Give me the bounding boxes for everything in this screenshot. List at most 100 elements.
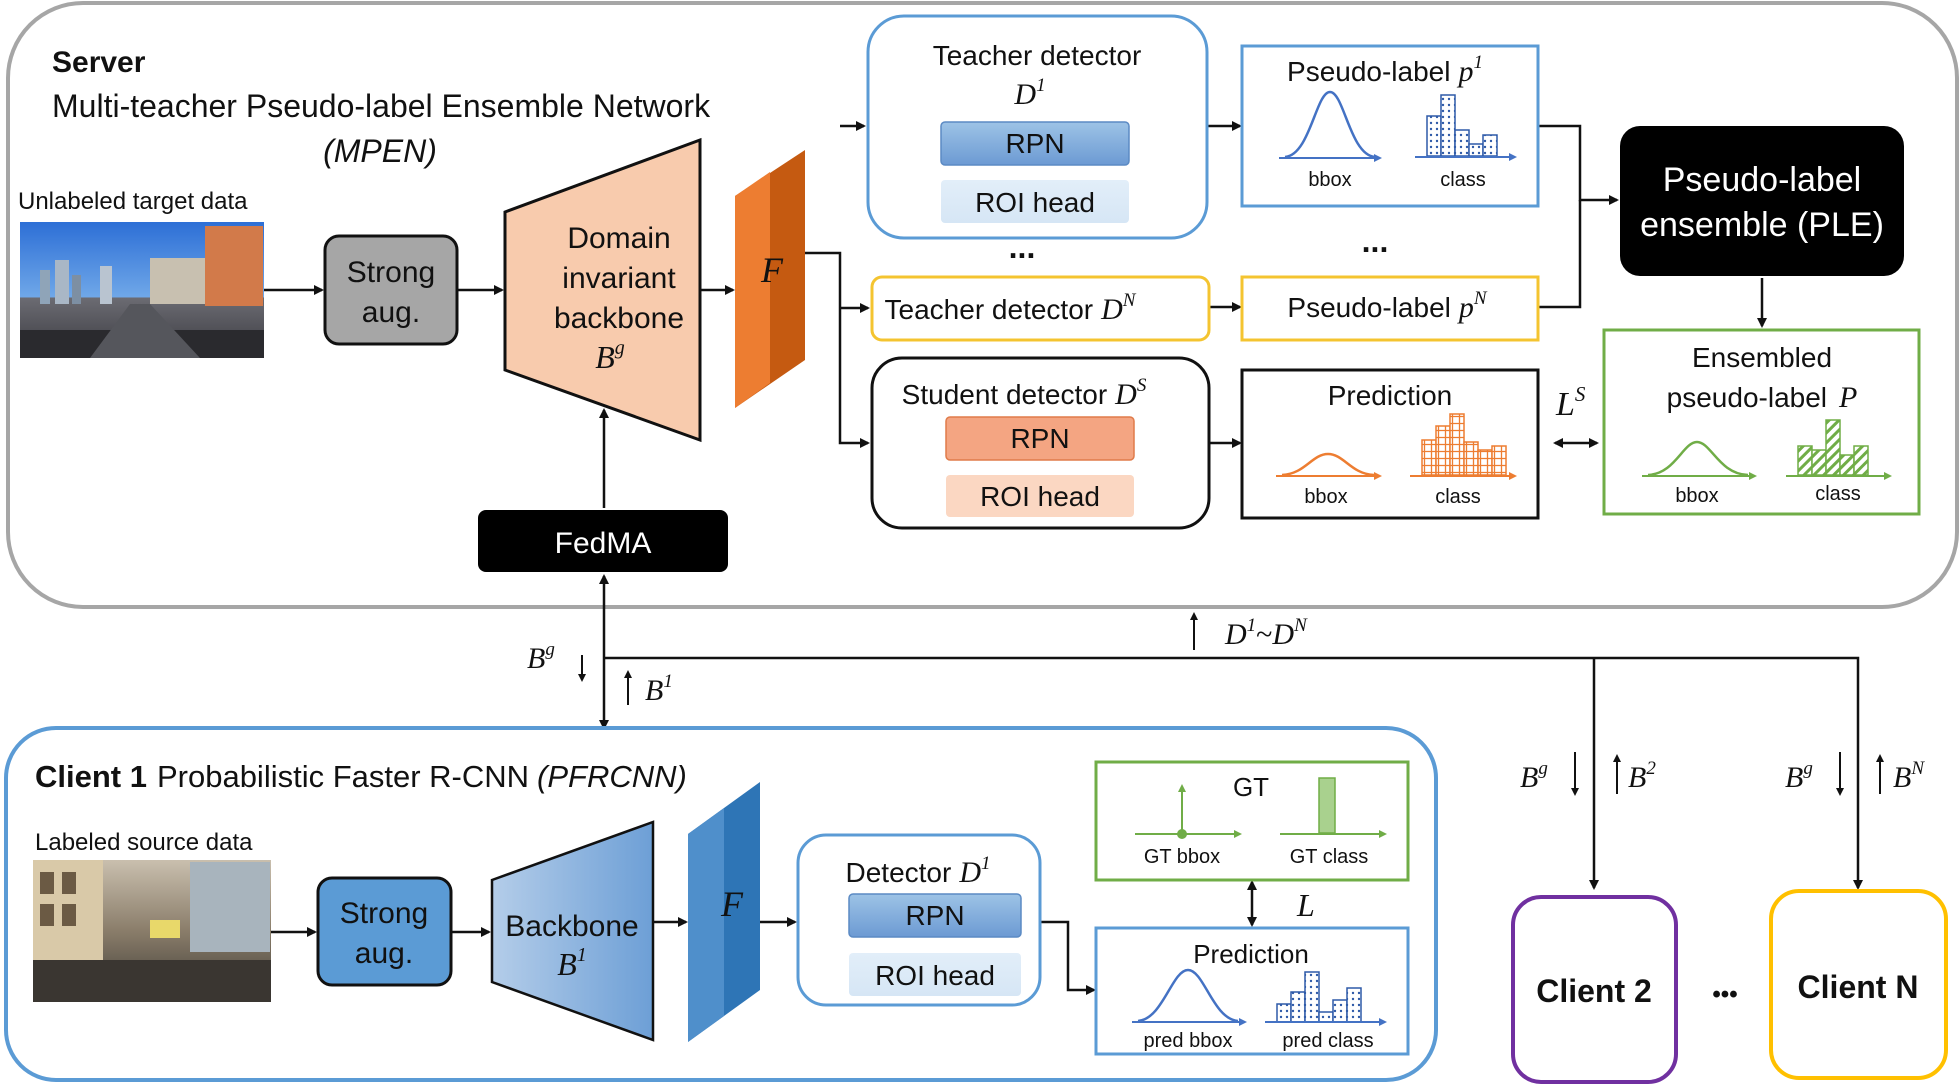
client1-feature-label: F: [720, 884, 744, 924]
client1-roi: [849, 953, 1021, 996]
teacher-detector-n-box: [870, 275, 1211, 342]
ensembled-bbox-label: bbox: [1675, 485, 1718, 507]
student-rpn: [945, 416, 1135, 461]
client2-label: Client 2: [1536, 973, 1652, 1009]
fedma-label: FedMA: [555, 527, 652, 560]
labeled-label: Labeled source data: [35, 829, 253, 856]
teacher1-symbol: D1: [1013, 75, 1045, 111]
clientN-bg-label: Bg: [1785, 758, 1813, 794]
client1-loss-label: L: [1296, 887, 1315, 923]
ple-line2: ensemble (PLE): [1640, 206, 1884, 244]
client1-backbone: [490, 820, 655, 1042]
client1-rpn: [848, 893, 1022, 938]
server-pred-bbox-curve: [1276, 452, 1382, 480]
labeled-source-image: [33, 860, 271, 1002]
pseudo1-class-label: class: [1440, 169, 1486, 191]
small-link-arrows: [578, 655, 1884, 796]
clientN-b-label: BN: [1893, 758, 1925, 794]
student-roi: [946, 475, 1134, 517]
communication-links: [599, 574, 1863, 890]
ensembled-class-hist: [1786, 419, 1892, 480]
client1-backbone-label: Backbone: [505, 910, 638, 943]
link-bg-down: Bg: [527, 639, 555, 675]
link-d-set: D1~DN: [1224, 615, 1308, 651]
client1-roi-label: ROI head: [875, 960, 995, 991]
server-pred-bbox-label: bbox: [1304, 486, 1347, 508]
backbone-line1: Domain: [567, 222, 670, 255]
server-feature-block: [735, 150, 805, 408]
client2-box: [1511, 895, 1678, 1084]
gt-class-label: GT class: [1290, 846, 1369, 868]
teacher-dots: ...: [1009, 229, 1036, 265]
client2-bg-label: Bg: [1520, 758, 1548, 794]
server-subtitle: Multi-teacher Pseudo-label Ensemble Netw…: [52, 88, 711, 124]
pseudo-label-n-box: [1240, 275, 1540, 342]
server-title: Server: [52, 46, 146, 79]
ensembled-class-label: class: [1815, 483, 1861, 505]
server-strong-aug-line2: aug.: [362, 296, 420, 329]
pseudo-label-ensemble-box: [1620, 126, 1904, 276]
server-feature-label: F: [760, 250, 784, 290]
backbone-symbol: Bg: [595, 337, 625, 375]
link-b1-up: B1: [645, 671, 673, 707]
domain-invariant-backbone: [503, 137, 702, 443]
client1-pred-bbox-curve: [1132, 968, 1247, 1026]
clients-dots: •••: [1712, 981, 1737, 1008]
pseudo-dots: ...: [1362, 223, 1389, 259]
teacher1-rpn: [940, 121, 1130, 166]
ensembled-bbox-curve: [1642, 440, 1757, 480]
ensembled-line1: Ensembled: [1692, 342, 1832, 373]
client1-strong-aug-line1: Strong: [340, 897, 428, 930]
server-strong-aug-line1: Strong: [347, 256, 435, 289]
server-pred-class-hist: [1410, 413, 1517, 480]
server-arrows: [264, 121, 1767, 508]
gt-bbox-plot: [1135, 784, 1242, 839]
gt-bbox-label: GT bbox: [1144, 846, 1220, 868]
client1-pred-class-hist: [1265, 971, 1387, 1026]
teacher1-roi-label: ROI head: [975, 187, 1095, 218]
fedma-box: [478, 510, 728, 572]
student-rpn-label: RPN: [1010, 423, 1069, 454]
clientN-label: Client N: [1798, 969, 1919, 1005]
ple-line1: Pseudo-label: [1663, 161, 1861, 199]
gt-title: GT: [1233, 772, 1269, 802]
client1-pred-class-label: pred class: [1282, 1030, 1373, 1052]
client1-feature-block: [688, 782, 760, 1042]
client1-strong-aug-line2: aug.: [355, 937, 413, 970]
client1-prediction-title: Prediction: [1193, 939, 1309, 969]
client1-arrows: [271, 880, 1257, 995]
server-prediction-box: [1240, 368, 1540, 520]
backbone-line3: backbone: [554, 302, 684, 335]
teacher1-rpn-label: RPN: [1005, 128, 1064, 159]
pseudo1-bbox-curve: [1279, 90, 1382, 162]
pseudo1-class-hist: [1415, 94, 1517, 161]
client1-pred-bbox-label: pred bbox: [1144, 1030, 1233, 1052]
pseudo-label-1-box: [1240, 44, 1540, 208]
student-roi-label: ROI head: [980, 481, 1100, 512]
unlabeled-label: Unlabeled target data: [18, 188, 248, 215]
backbone-line2: invariant: [562, 262, 676, 295]
server-pred-class-label: class: [1435, 486, 1481, 508]
ensembled-pseudo-label-box: [1602, 328, 1921, 516]
client1-rpn-label: RPN: [905, 900, 964, 931]
unlabeled-target-image: [20, 222, 264, 358]
pseudo1-bbox-label: bbox: [1308, 169, 1351, 191]
teacher1-roi: [941, 180, 1129, 223]
server-subtitle-abbr: (MPEN): [323, 133, 437, 169]
client2-b-label: B2: [1628, 758, 1656, 794]
client1-gt-box: [1094, 760, 1410, 882]
teacher1-title: Teacher detector: [933, 40, 1142, 71]
loss-s-label: LS: [1555, 382, 1586, 423]
gt-class-plot: [1280, 777, 1387, 838]
clientN-box: [1769, 889, 1948, 1080]
client1-backbone-symbol: B1: [557, 944, 587, 982]
